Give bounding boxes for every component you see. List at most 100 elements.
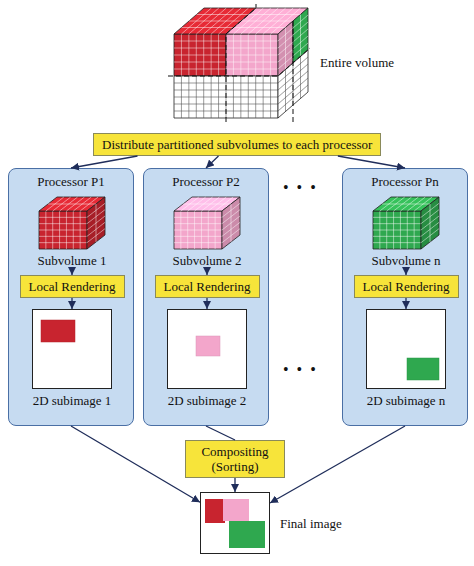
rendering-box: Local Rendering	[20, 275, 125, 298]
grid-line	[39, 223, 87, 224]
grid-line	[39, 217, 87, 218]
grid-line	[182, 27, 234, 28]
subimage: 2D subimage n	[366, 309, 446, 408]
image-frame	[200, 492, 270, 554]
grid-line	[278, 49, 293, 62]
rendering-box: Local Rendering	[155, 275, 260, 298]
grid-line	[226, 69, 278, 70]
grid-line	[421, 229, 439, 243]
grid-line	[226, 55, 278, 56]
cut-line	[293, 21, 294, 122]
image-patch	[223, 499, 249, 521]
grid-line	[421, 216, 439, 230]
ellipsis: • • •	[283, 180, 318, 195]
grid-line	[222, 222, 240, 236]
grid-line	[222, 203, 240, 217]
subvolume-cube: Subvolume n	[371, 195, 441, 268]
node-label: Local Rendering	[29, 279, 116, 294]
grid-line	[226, 41, 278, 42]
grid-line	[278, 35, 293, 48]
node-label: Subvolume 2	[173, 253, 242, 268]
cube-face	[222, 197, 240, 249]
subimage: 2D subimage 1	[32, 309, 112, 408]
subvolume-illustration	[37, 195, 107, 251]
grid-line	[278, 42, 293, 55]
grid-line	[222, 229, 240, 243]
grid-line	[421, 222, 439, 236]
node-label: Subvolume n	[372, 253, 441, 268]
panel-title: Processor P1	[9, 169, 133, 189]
ellipsis-dots: • • •	[283, 362, 318, 377]
image-patch	[205, 499, 225, 523]
image-frame	[32, 309, 112, 389]
processor-panel: Processor P1 Subvolume 1 Local Rendering 2D…	[8, 168, 134, 426]
grid-line	[278, 28, 293, 41]
image-content	[201, 493, 269, 553]
grid-line	[87, 203, 105, 217]
grid-line	[87, 222, 105, 236]
grid-line	[183, 204, 231, 205]
grid-line	[87, 229, 105, 243]
grid-line	[174, 236, 222, 237]
subvolume-illustration	[371, 195, 441, 251]
grid-line	[373, 217, 421, 218]
grid-line	[234, 27, 286, 28]
node-label: 2D subimage 2	[168, 393, 247, 408]
connector-arrow	[206, 156, 218, 168]
cube-face	[174, 211, 222, 249]
connector-arrow	[270, 426, 405, 503]
grid-line	[293, 15, 308, 28]
grid-line	[174, 48, 226, 49]
grid-line	[174, 55, 226, 56]
grid-line	[241, 21, 293, 22]
subvolume-cube: Subvolume 1	[37, 195, 107, 268]
grid-line	[226, 62, 278, 63]
cut-line	[168, 48, 310, 76]
grid-line	[373, 242, 421, 243]
cut-line	[226, 4, 256, 122]
subvolume-cube: Subvolume 2	[172, 195, 242, 268]
cube-face	[226, 34, 278, 76]
subvolume-illustration	[172, 195, 242, 251]
image-patch	[196, 336, 220, 356]
grid-line	[222, 216, 240, 230]
final-image: Final image	[200, 492, 342, 554]
grid-line	[174, 62, 226, 63]
connector-arrow	[338, 156, 405, 168]
node-label: Local Rendering	[363, 279, 450, 294]
grid-line	[373, 223, 421, 224]
grid-line	[174, 217, 222, 218]
image-content	[367, 310, 445, 388]
volume-cube: Entire volume	[168, 4, 394, 126]
rendering-box: Local Rendering	[354, 275, 459, 298]
volume-illustration	[168, 4, 314, 126]
node-label: Entire volume	[320, 55, 394, 70]
grid-line	[174, 83, 278, 84]
image-patch	[229, 521, 265, 548]
grid-line	[382, 204, 430, 205]
node-label: Subvolume 1	[38, 253, 107, 268]
node-label: Distribute partitioned subvolumes to eac…	[102, 137, 372, 152]
panel-title: Processor P2	[144, 169, 268, 189]
grid-line	[87, 216, 105, 230]
grid-line	[249, 14, 301, 15]
grid-line	[421, 210, 439, 224]
grid-line	[174, 223, 222, 224]
subimage: 2D subimage 2	[167, 309, 247, 408]
grid-line	[373, 236, 421, 237]
grid-line	[174, 69, 226, 70]
grid-line	[197, 14, 249, 15]
compositing-box: Compositing (Sorting)	[185, 440, 285, 478]
connector-arrow	[234, 478, 235, 492]
grid-line	[189, 21, 241, 22]
image-frame	[366, 309, 446, 389]
ellipsis-dots: • • •	[283, 180, 318, 195]
image-frame	[167, 309, 247, 389]
node-label: Final image	[280, 516, 342, 531]
node-label: Local Rendering	[164, 279, 251, 294]
image-content	[33, 310, 111, 388]
ellipsis: • • •	[283, 362, 318, 377]
node-label: 2D subimage n	[367, 393, 446, 408]
panel-title: Processor Pn	[343, 169, 467, 189]
